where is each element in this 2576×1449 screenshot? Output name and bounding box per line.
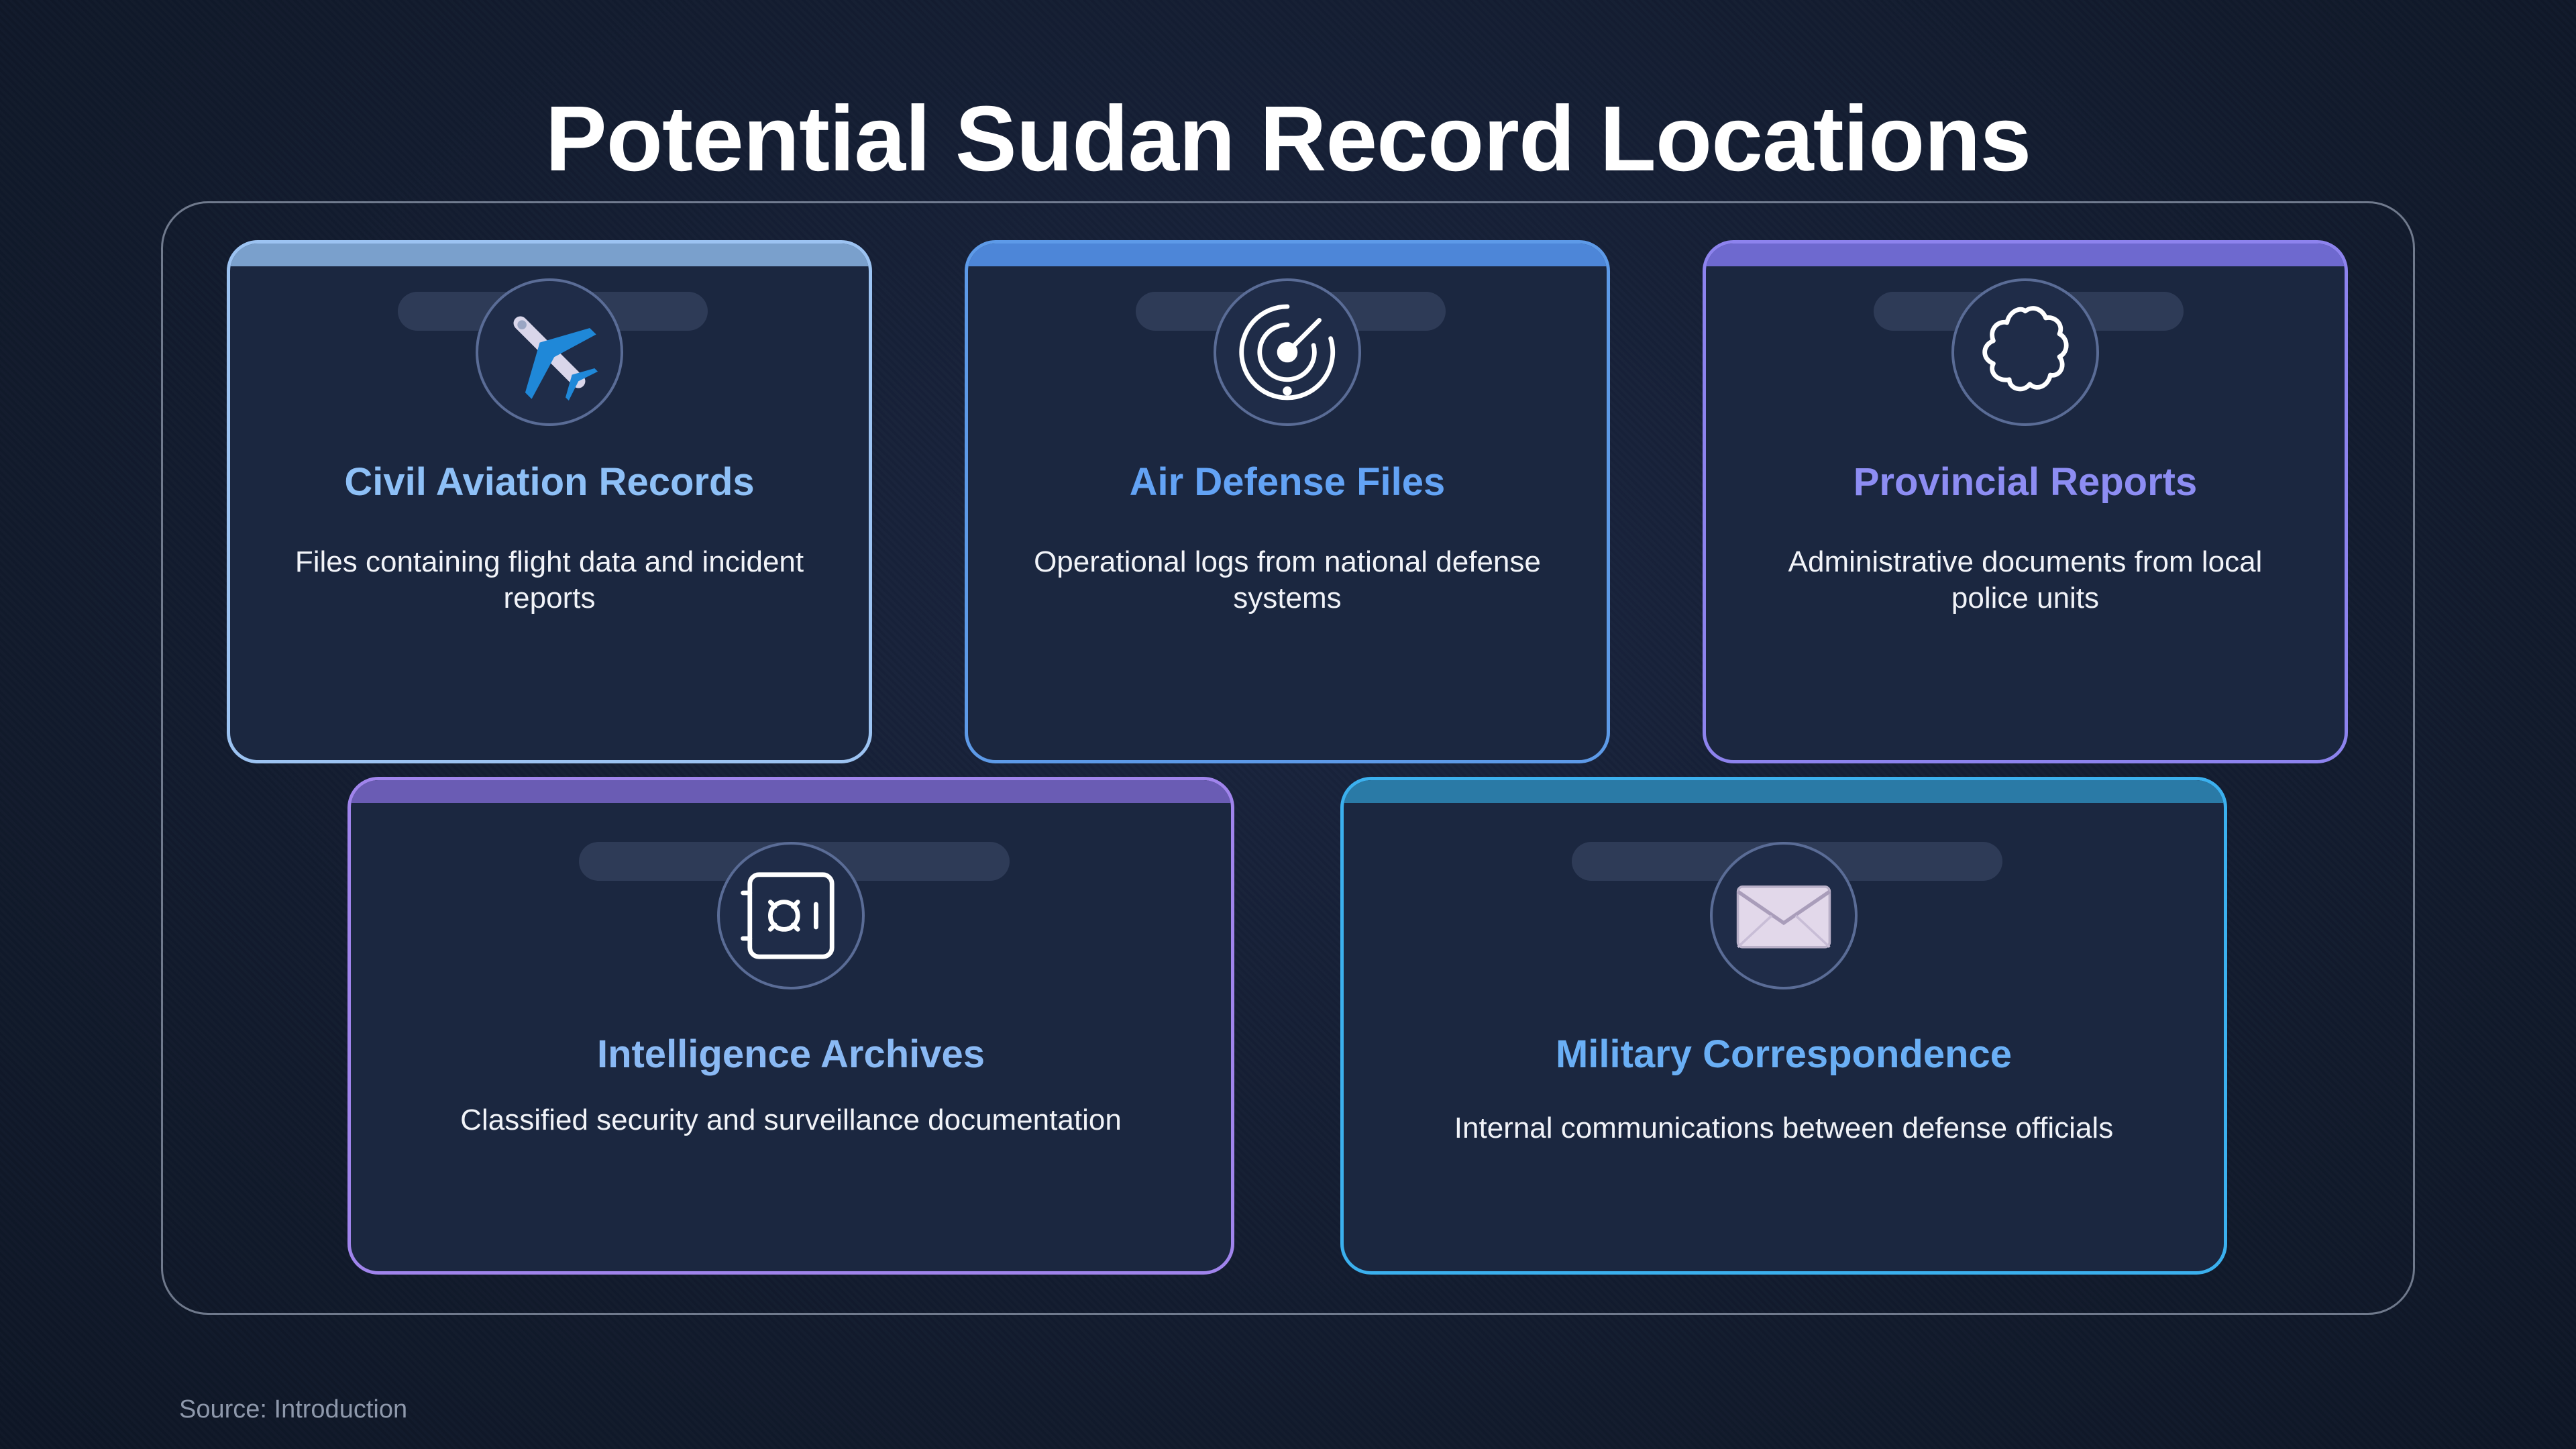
badge-icon <box>1951 278 2099 426</box>
radar-icon <box>1214 278 1361 426</box>
card-accent-strip <box>351 780 1231 803</box>
card-accent-strip <box>1706 244 2345 266</box>
card-title: Civil Aviation Records <box>344 460 755 504</box>
airplane-icon <box>476 278 623 426</box>
card-intelligence-archives[interactable]: Intelligence Archives Classified securit… <box>347 777 1234 1275</box>
envelope-icon <box>1710 842 1858 989</box>
card-accent-strip <box>968 244 1607 266</box>
cards-frame <box>161 201 2415 1315</box>
card-description: Administrative documents from local poli… <box>1788 545 2263 614</box>
card-description: Internal communications between defense … <box>1454 1112 2114 1144</box>
card-civil-aviation[interactable]: Civil Aviation Records Files containing … <box>227 240 872 763</box>
card-provincial-reports[interactable]: Provincial Reports Administrative docume… <box>1703 240 2348 763</box>
card-title: Air Defense Files <box>1129 460 1446 504</box>
card-air-defense[interactable]: Air Defense Files Operational logs from … <box>965 240 1610 763</box>
card-description: Operational logs from national defense s… <box>1034 545 1541 614</box>
card-accent-strip <box>1344 780 2224 803</box>
card-description: Classified security and surveillance doc… <box>460 1104 1122 1136</box>
card-military-correspondence[interactable]: Military Correspondence Internal communi… <box>1340 777 2227 1275</box>
card-title: Provincial Reports <box>1853 460 2198 504</box>
card-accent-strip <box>230 244 869 266</box>
card-title: Intelligence Archives <box>596 1032 985 1076</box>
page-title: Potential Sudan Record Locations <box>545 87 2032 191</box>
card-title: Military Correspondence <box>1555 1032 2012 1076</box>
safe-icon <box>717 842 865 989</box>
source-note: Source: Introduction <box>179 1395 408 1424</box>
card-description: Files containing flight data and inciden… <box>294 545 804 614</box>
